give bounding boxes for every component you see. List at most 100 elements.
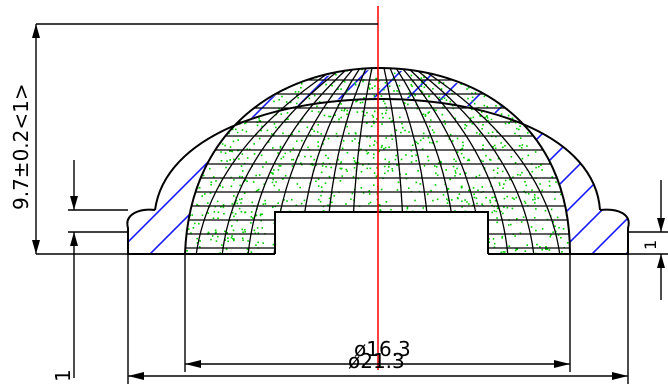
green-dot — [420, 239, 422, 242]
green-dot — [207, 202, 209, 204]
green-dot — [352, 175, 355, 178]
green-dot — [562, 228, 565, 230]
green-dot — [191, 81, 194, 84]
green-dot — [492, 238, 495, 240]
green-dot — [421, 91, 424, 93]
green-dot — [548, 180, 551, 183]
green-dot — [218, 107, 220, 109]
height-dimension: 9.7±0.2<1> — [9, 23, 378, 255]
green-dot — [411, 247, 414, 250]
green-dot — [482, 148, 484, 150]
green-dot — [203, 144, 205, 147]
green-dot — [282, 233, 285, 236]
green-dot — [454, 172, 457, 174]
green-dot — [243, 192, 246, 195]
green-dot — [407, 103, 409, 106]
green-dot — [309, 134, 312, 137]
green-dot — [467, 248, 470, 251]
green-dot — [524, 250, 527, 252]
green-dot — [531, 87, 534, 90]
green-dot — [262, 203, 265, 206]
green-dot — [273, 169, 275, 171]
green-dot — [445, 198, 448, 200]
green-dot — [216, 80, 219, 83]
green-dot — [210, 183, 212, 186]
green-dot — [445, 244, 448, 246]
green-dot — [408, 131, 410, 133]
green-dot — [385, 109, 388, 112]
green-dot — [373, 144, 375, 146]
green-dot — [327, 137, 330, 140]
green-dot — [332, 243, 334, 246]
green-dot — [557, 234, 560, 236]
green-dot — [410, 83, 413, 86]
green-dot — [229, 159, 231, 161]
green-dot — [275, 181, 277, 183]
green-dot — [270, 80, 273, 83]
green-dot — [432, 199, 434, 202]
green-dot — [332, 242, 335, 244]
green-dot — [203, 153, 205, 156]
green-dot — [418, 233, 420, 235]
green-dot — [428, 95, 430, 98]
green-dot — [390, 208, 392, 211]
green-dot — [375, 118, 378, 120]
green-dot — [486, 105, 489, 108]
green-dot — [340, 88, 342, 90]
green-dot — [381, 144, 383, 147]
green-dot — [448, 138, 451, 140]
green-dot — [557, 97, 560, 99]
green-dot — [240, 202, 242, 204]
green-dot — [501, 235, 504, 238]
green-dot — [236, 219, 239, 222]
green-dot — [496, 221, 498, 224]
green-dot — [234, 78, 236, 81]
green-dot — [235, 101, 238, 104]
green-dot — [538, 73, 540, 75]
green-dot — [541, 248, 544, 251]
green-dot — [258, 117, 260, 120]
green-dot — [540, 164, 542, 166]
green-dot — [552, 103, 555, 105]
green-dot — [218, 94, 221, 96]
green-dot — [237, 98, 240, 100]
green-dot — [353, 249, 355, 252]
green-dot — [423, 226, 426, 229]
green-dot — [474, 92, 477, 94]
green-dot — [436, 198, 439, 201]
green-dot — [355, 162, 358, 164]
green-dot — [278, 108, 280, 110]
green-dot — [203, 92, 206, 95]
green-dot — [231, 211, 234, 214]
green-dot — [415, 242, 418, 245]
green-dot — [213, 211, 216, 213]
green-dot — [518, 145, 521, 147]
green-dot — [207, 69, 210, 72]
green-dot — [231, 150, 234, 153]
green-dot — [290, 198, 293, 201]
green-dot — [403, 221, 405, 224]
green-dot — [437, 162, 440, 165]
green-dot — [547, 120, 549, 122]
green-dot — [417, 142, 419, 145]
green-dot — [383, 88, 385, 91]
green-dot — [382, 236, 385, 238]
green-dot — [216, 235, 219, 238]
green-dot — [255, 77, 257, 80]
green-dot — [236, 70, 239, 72]
green-dot — [354, 84, 357, 86]
green-dot — [259, 120, 261, 123]
green-dot — [253, 153, 256, 155]
green-dot — [468, 158, 470, 161]
green-dot — [232, 70, 235, 73]
green-dot — [541, 228, 544, 230]
green-dot — [294, 91, 297, 93]
green-dot — [503, 103, 506, 106]
green-dot — [557, 114, 560, 116]
green-dot — [489, 199, 491, 202]
green-dot — [405, 173, 407, 175]
green-dot — [226, 97, 229, 99]
green-dot — [399, 116, 401, 119]
green-dot — [350, 235, 353, 238]
green-dot — [384, 158, 387, 161]
